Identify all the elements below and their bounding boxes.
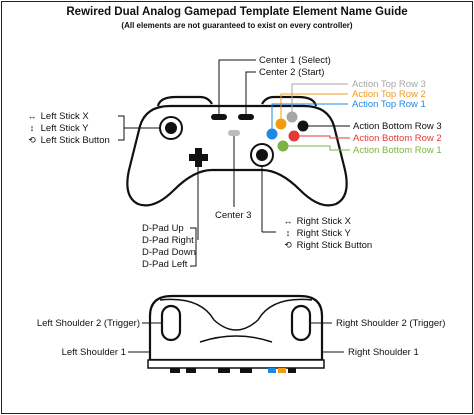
leader-bottom2	[299, 135, 350, 139]
gamepad-front-view	[148, 294, 324, 362]
center-1-select-button	[211, 114, 227, 120]
label-left-shoulder1: Left Shoulder 1	[61, 347, 126, 358]
button-press-icon: ⟲	[28, 135, 36, 145]
label-dpad-down: D-Pad Down	[142, 247, 196, 258]
leader-top2	[280, 93, 348, 119]
label-center1: Center 1 (Select)	[259, 55, 331, 66]
label-center3: Center 3	[215, 210, 252, 221]
left-stick	[159, 116, 183, 140]
label-right-stick-x: Right Stick X	[296, 216, 352, 227]
axis-x-icon: ↔	[27, 111, 37, 121]
label-center2: Center 2 (Start)	[259, 67, 325, 78]
front-leader-lines	[128, 322, 344, 353]
label-action-bottom1: Action Bottom Row 1	[353, 145, 442, 156]
action-top-row-1-button	[266, 128, 278, 140]
center-2-start-button	[238, 114, 254, 120]
label-right-stick-y: Right Stick Y	[296, 228, 351, 239]
label-left-shoulder2: Left Shoulder 2 (Trigger)	[36, 318, 140, 329]
action-top-row-2-button	[275, 118, 287, 130]
axis-y-icon: ↕	[285, 228, 291, 238]
leader-top3	[291, 83, 348, 112]
front-top-contour	[159, 298, 313, 331]
axis-y-icon: ↕	[29, 123, 35, 133]
label-left-stick-x-row: ↔ Left Stick X	[26, 111, 89, 122]
gamepad-body-outline	[126, 104, 348, 207]
label-right-stick-x-row: ↔ Right Stick X	[282, 216, 352, 227]
label-right-stick-button: Right Stick Button	[296, 240, 373, 251]
label-dpad-up: D-Pad Up	[142, 223, 184, 234]
label-dpad-right: D-Pad Right	[142, 235, 194, 246]
page-subtitle: (All elements are not guaranteed to exis…	[121, 21, 353, 30]
action-buttons	[266, 111, 309, 152]
action-top-row-3-button	[286, 111, 298, 123]
action-bottom-row-2-button	[288, 130, 300, 142]
leader-lines	[118, 59, 350, 267]
label-left-stick-x: Left Stick X	[40, 111, 89, 122]
label-right-stick-y-row: ↕ Right Stick Y	[282, 228, 351, 239]
label-right-shoulder1: Right Shoulder 1	[348, 347, 419, 358]
label-action-top2: Action Top Row 2	[352, 89, 426, 100]
label-action-bottom3: Action Bottom Row 3	[353, 121, 442, 132]
label-right-stick-button-row: ⟲ Right Stick Button	[282, 240, 372, 251]
label-action-bottom2: Action Bottom Row 2	[353, 133, 442, 144]
leader-center1	[218, 59, 256, 114]
action-bottom-row-3-button	[297, 120, 309, 132]
right-shoulder-outline	[261, 95, 318, 107]
label-action-top3: Action Top Row 3	[352, 79, 426, 90]
axis-x-icon: ↔	[283, 216, 293, 226]
front-bottom-strip	[147, 359, 325, 373]
dpad	[189, 148, 208, 167]
leader-top1	[271, 103, 348, 129]
button-press-icon: ⟲	[284, 240, 292, 250]
action-bottom-row-1-button	[277, 140, 289, 152]
label-dpad-left: D-Pad Left	[142, 259, 188, 270]
left-trigger-2	[160, 304, 182, 342]
label-right-shoulder2: Right Shoulder 2 (Trigger)	[336, 318, 446, 329]
right-trigger-2	[290, 304, 312, 342]
label-left-stick-y: Left Stick Y	[40, 123, 89, 134]
right-stick	[250, 143, 274, 167]
label-left-stick-button-row: ⟲ Left Stick Button	[26, 135, 110, 146]
leader-left-stick	[118, 115, 125, 141]
center-3-button	[228, 130, 240, 136]
gamepad-top-view	[126, 95, 348, 207]
label-left-stick-button: Left Stick Button	[40, 135, 110, 146]
leader-bottom1	[288, 145, 350, 151]
page-title: Rewired Dual Analog Gamepad Template Ele…	[66, 6, 408, 18]
label-left-stick-y-row: ↕ Left Stick Y	[26, 123, 89, 134]
left-shoulder-outline	[156, 95, 213, 107]
front-body-outline	[148, 294, 324, 362]
leader-center2	[245, 71, 256, 114]
label-action-top1: Action Top Row 1	[352, 99, 426, 110]
